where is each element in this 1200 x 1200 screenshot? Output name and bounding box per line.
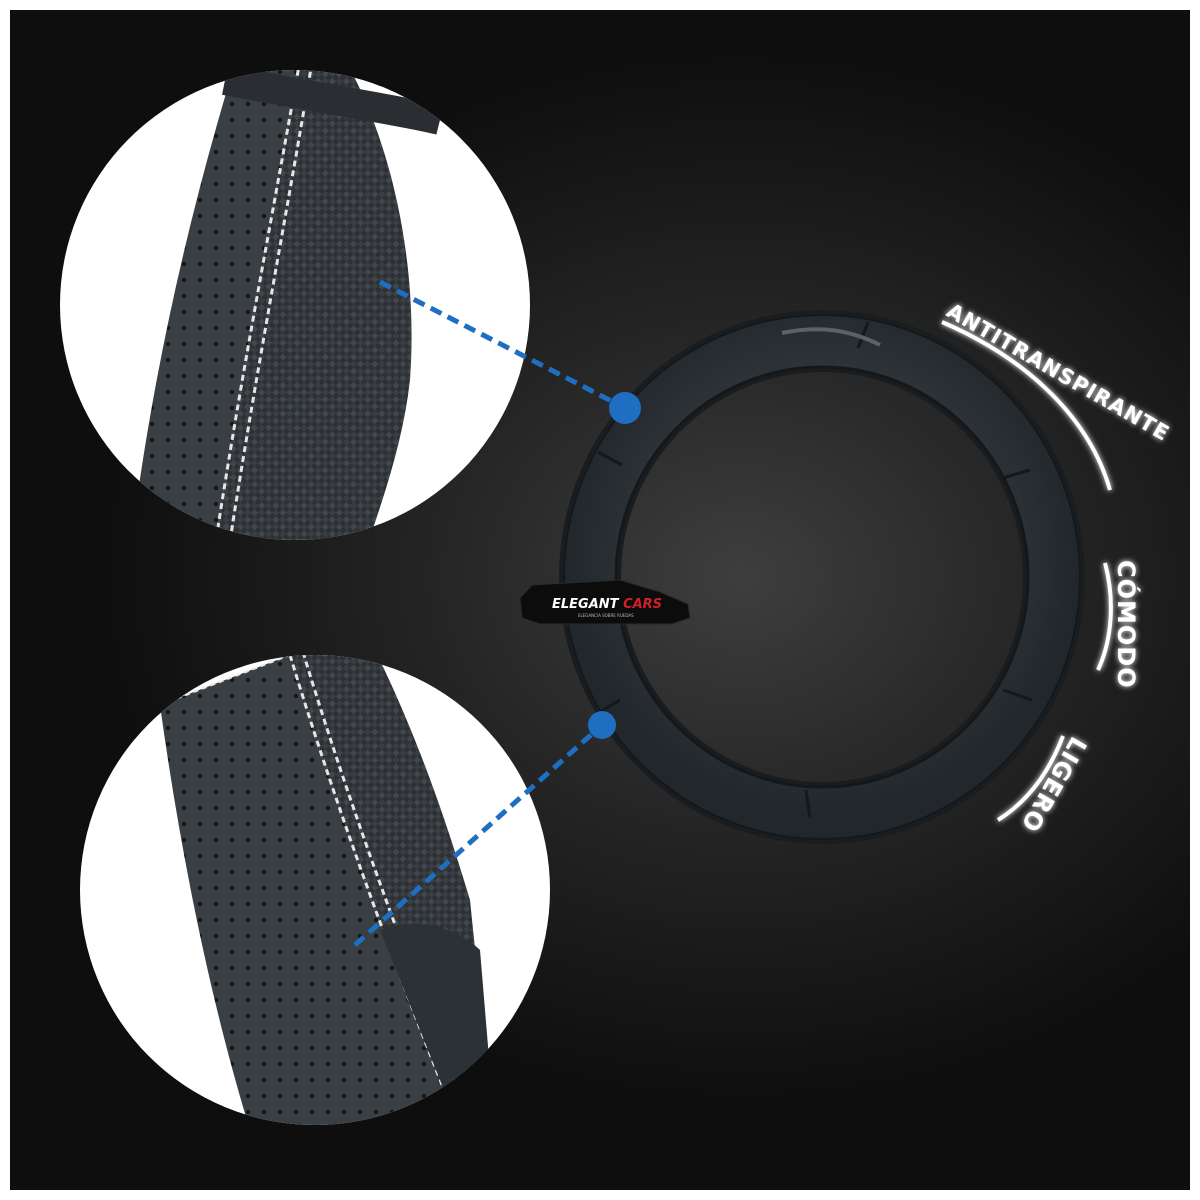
brand-logo: ELEGANT CARS ELEGANCIA SOBRE RUEDAS (519, 579, 691, 625)
top-zoom-detail (60, 70, 530, 540)
svg-text:ELEGANT CARS: ELEGANT CARS (552, 597, 662, 612)
logo-tagline: ELEGANCIA SOBRE RUEDAS (578, 613, 634, 618)
bottom-zoom-detail (80, 655, 550, 1125)
zoom-callout-dot (588, 711, 616, 739)
label-ligero: LIGERO (1015, 732, 1092, 837)
logo-text-elegant: ELEGANT (552, 597, 620, 612)
connector-lines (353, 279, 627, 947)
label-comodo: CÓMODO (1112, 560, 1142, 689)
feature-arcs (941, 320, 1113, 822)
steering-wheel-cover (559, 310, 1085, 844)
logo-text-cars: CARS (623, 597, 662, 612)
zoom-callout-dot (609, 392, 641, 424)
